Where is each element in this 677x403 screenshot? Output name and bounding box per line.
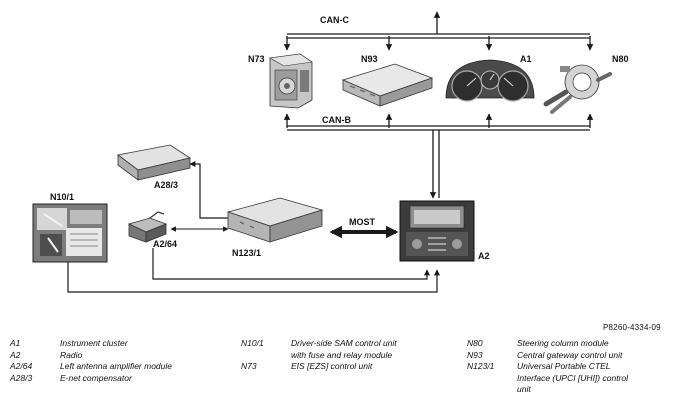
legend-row: N123/1 Universal Portable CTEL — [467, 361, 628, 373]
legend-desc: unit — [517, 384, 531, 394]
legend-desc: Steering column module — [517, 338, 609, 348]
can-b-bus — [283, 113, 594, 199]
label-a28-3: A28/3 — [154, 180, 178, 190]
legend-desc: Driver-side SAM control unit — [291, 338, 397, 348]
legend-desc: E-net compensator — [60, 372, 132, 383]
legend-desc: with fuse and relay module — [291, 349, 393, 360]
legend-code: A28/3 — [10, 372, 33, 383]
legend-code: N73 — [241, 361, 257, 371]
legend-code: A1 — [10, 338, 21, 348]
legend-row: A2 Radio — [10, 350, 172, 362]
legend-row: N73 EIS [EZS] control unit — [241, 361, 397, 373]
n123-to-a28-line — [189, 161, 232, 219]
legend-column-2: N10/1 Driver-side SAM control unit with f… — [241, 338, 397, 373]
label-a2-64: A2/64 — [153, 239, 177, 249]
a2-device-image — [399, 200, 475, 262]
legend-row: unit — [467, 384, 628, 396]
legend-desc: Instrument cluster — [60, 338, 128, 348]
legend-code — [467, 373, 517, 385]
n10-1-device-image — [32, 203, 108, 263]
legend-code: N10/1 — [241, 338, 264, 348]
legend-code — [467, 384, 517, 396]
legend-code: A2/64 — [10, 361, 33, 371]
n123-1-device-image — [226, 197, 324, 243]
legend-row: N93 Central gateway control unit — [467, 350, 628, 362]
legend-code — [241, 350, 291, 362]
legend-code: A2 — [10, 349, 21, 360]
can-c-bus — [283, 11, 594, 51]
legend-desc: Universal Portable CTEL — [517, 361, 611, 371]
a1-device-image — [445, 59, 535, 102]
legend-code: N93 — [467, 349, 483, 360]
figure-reference: P8260-4334-09 — [603, 323, 661, 332]
label-n73: N73 — [248, 54, 265, 64]
legend-row: N10/1 Driver-side SAM control unit — [241, 338, 397, 350]
legend-row: with fuse and relay module — [241, 350, 397, 362]
legend-desc: EIS [EZS] control unit — [291, 361, 373, 371]
legend-desc: Central gateway control unit — [517, 349, 623, 360]
n73-device-image — [269, 53, 313, 109]
legend-desc: Left antenna amplifier module — [60, 361, 172, 371]
legend-row: Interface (UPCI [UHI]) control — [467, 373, 628, 385]
legend-column-3: N80 Steering column module N93 Central gat… — [467, 338, 628, 396]
legend-row: N80 Steering column module — [467, 338, 628, 350]
n10-to-a2-line — [67, 248, 440, 293]
label-a2: A2 — [478, 251, 490, 261]
a28-3-device-image — [117, 144, 192, 181]
legend-row: A28/3 E-net compensator — [10, 373, 172, 385]
most-label: MOST — [349, 217, 376, 227]
legend-column-1: A1 Instrument cluster A2 Radio A2/64 Left a… — [10, 338, 172, 384]
label-n10-1: N10/1 — [50, 192, 74, 202]
legend-row: A2/64 Left antenna amplifier module — [10, 361, 172, 373]
legend-row: A1 Instrument cluster — [10, 338, 172, 350]
legend-desc: Interface (UPCI [UHI]) control — [517, 372, 629, 383]
n93-device-image — [341, 63, 434, 107]
legend-desc: Radio — [60, 349, 83, 360]
legend-code: N123/1 — [467, 361, 495, 371]
label-a1: A1 — [520, 54, 532, 64]
a2-64-device-image — [127, 211, 168, 243]
can-c-label: CAN-C — [320, 15, 349, 25]
n80-device-image — [543, 64, 612, 114]
legend-code: N80 — [467, 338, 483, 348]
label-n93: N93 — [361, 54, 378, 64]
label-n80: N80 — [612, 54, 629, 64]
can-b-label: CAN-B — [322, 115, 351, 125]
label-n123-1: N123/1 — [232, 248, 261, 258]
